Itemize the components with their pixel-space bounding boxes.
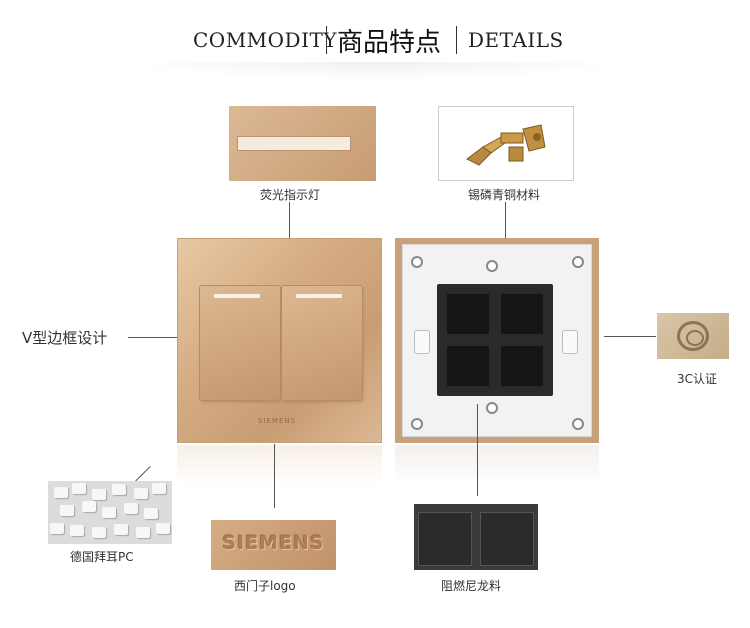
pointer-3c <box>604 336 656 337</box>
back-panel-reflection <box>395 445 599 485</box>
front-panel-reflection <box>177 445 382 485</box>
pointer-logo <box>274 444 275 508</box>
rocker-right-indicator <box>296 294 342 298</box>
indicator-light-thumbnail <box>229 106 376 181</box>
section-header: COMMODITY 商品特点 DETAILS <box>0 20 750 60</box>
mechanism-slot-4 <box>501 346 543 386</box>
rocker-left-indicator <box>214 294 260 298</box>
rocker-left <box>200 286 280 400</box>
nylon-block-left <box>418 512 472 566</box>
ccc-mark-icon <box>677 321 709 351</box>
pellet <box>156 523 170 534</box>
pellet <box>54 487 68 498</box>
label-pc-material: 德国拜耳PC <box>70 550 134 564</box>
rocker-right <box>282 286 362 400</box>
header-commodity: COMMODITY <box>193 28 338 52</box>
screw-hole-bl <box>411 418 423 430</box>
pellet <box>60 505 74 516</box>
pellet <box>92 527 106 538</box>
header-divider-left <box>326 26 327 54</box>
pellet <box>114 524 128 535</box>
copper-contact-thumbnail <box>438 106 574 181</box>
switch-mechanism <box>437 284 553 396</box>
panel-brand: SIEMENS <box>258 417 297 425</box>
pellet <box>144 508 158 519</box>
pellet <box>124 503 138 514</box>
pellet <box>82 501 96 512</box>
nylon-mechanism-thumbnail <box>414 504 538 570</box>
mechanism-slot-2 <box>501 294 543 334</box>
indicator-light-bar <box>237 136 351 151</box>
screw-hole-bottom <box>486 402 498 414</box>
ccc-mark-thumbnail <box>657 313 729 359</box>
header-divider-right <box>456 26 457 54</box>
pellet <box>152 483 166 494</box>
header-shadow <box>120 62 630 80</box>
pellet <box>72 483 86 494</box>
pointer-v-frame <box>128 337 186 338</box>
nylon-block-right <box>480 512 534 566</box>
label-copper-material: 锡磷青铜材料 <box>468 188 541 202</box>
pc-pellets-thumbnail <box>48 481 172 544</box>
screw-hole-tr <box>572 256 584 268</box>
siemens-logo-text: SIEMENS <box>222 532 325 554</box>
pellet <box>70 525 84 536</box>
pointer-nylon <box>477 404 478 496</box>
pellet <box>134 488 148 499</box>
header-details: DETAILS <box>468 28 564 52</box>
label-siemens-logo: 西门子logo <box>234 579 296 593</box>
pellet <box>102 507 116 518</box>
pointer-copper <box>505 202 506 264</box>
pellet <box>92 489 106 500</box>
screw-hole-top <box>486 260 498 272</box>
mechanism-slot-3 <box>447 346 489 386</box>
pellet <box>50 523 64 534</box>
copper-contact-image <box>466 124 546 166</box>
pellet <box>136 527 150 538</box>
mount-clip-left <box>414 330 430 354</box>
mount-clip-right <box>562 330 578 354</box>
label-nylon-material: 阻燃尼龙料 <box>441 579 502 593</box>
label-certification: 3C认证 <box>677 372 718 386</box>
mechanism-slot-1 <box>447 294 489 334</box>
label-v-frame: V型边框设计 <box>22 329 108 347</box>
siemens-logo-thumbnail: SIEMENS <box>211 520 336 570</box>
pellet <box>112 484 126 495</box>
header-title: 商品特点 <box>337 28 442 58</box>
label-indicator-light: 荧光指示灯 <box>260 188 321 202</box>
screw-hole-tl <box>411 256 423 268</box>
screw-hole-br <box>572 418 584 430</box>
